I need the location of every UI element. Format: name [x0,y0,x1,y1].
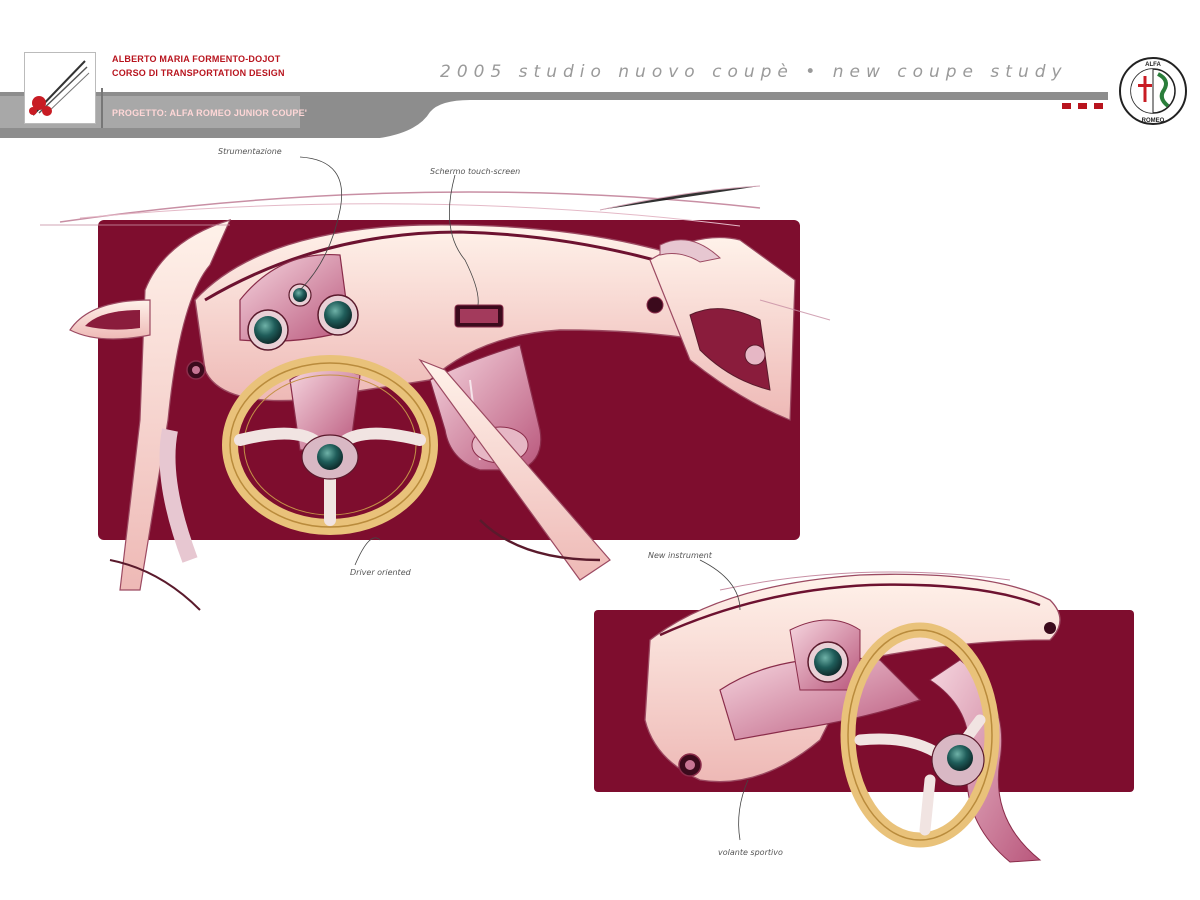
annotation-new-instrument: New instrument [648,551,712,560]
annotation-sport-wheel: volante sportivo [718,848,783,857]
svg-text:ROMEO: ROMEO [1142,118,1165,124]
alfa-romeo-logo: ALFA ROMEO [1119,57,1187,125]
secondary-leader-lines [699,559,749,841]
header-bar: ALBERTO MARIA FORMENTO-DOJOT CORSO DI TR… [0,0,1200,150]
annotation-touch-screen: Schermo touch-screen [430,167,521,176]
project-name: PROGETTO: ALFA ROMEO JUNIOR COUPE' [112,108,308,118]
annotation-instruments: Strumentazione [218,147,282,156]
secondary-dashboard-sketch [594,571,1134,863]
author-name: ALBERTO MARIA FORMENTO-DOJOT [112,54,281,64]
course-name: CORSO DI TRANSPORTATION DESIGN [112,68,285,78]
page-title: 2005 studio nuovo coupè • new coupe stud… [440,62,1068,82]
school-logo-mark [29,60,90,116]
main-leader-lines [299,156,479,566]
school-logo [24,52,96,124]
main-dashboard-sketch [40,185,831,611]
annotation-driver-oriented: Driver oriented [350,568,411,577]
svg-text:ALFA: ALFA [1145,62,1161,68]
